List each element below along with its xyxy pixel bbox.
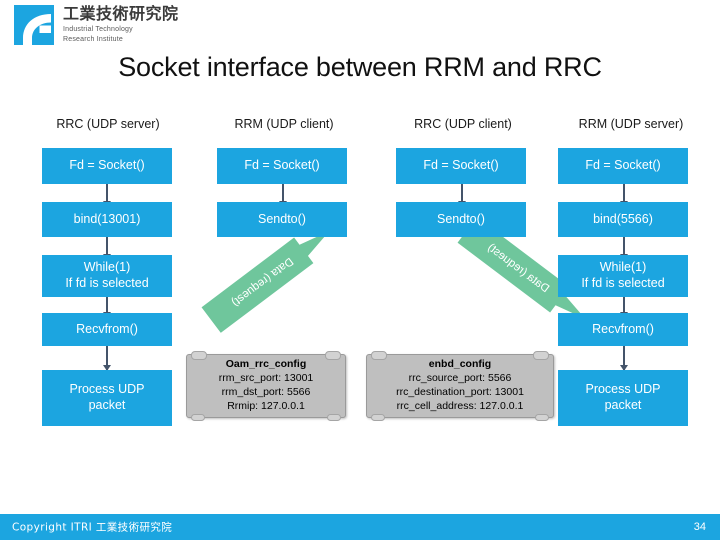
flow-box-c2-socket[interactable]: Fd = Socket() — [217, 148, 347, 184]
callout-oam-rrc-config-title: Oam_rrc_config — [225, 358, 307, 370]
flow-box-c4-socket[interactable]: Fd = Socket() — [558, 148, 688, 184]
logo-wordmark: 工業技術研究院 Industrial Technology Research I… — [63, 6, 179, 44]
flow-box-c4-recvfrom[interactable]: Recvfrom() — [558, 313, 688, 346]
flow-box-c1-while-label: While(1)If fd is selected — [65, 260, 149, 290]
callout-enbd-config-title: enbd_config — [428, 358, 492, 370]
callout-pin-bottom-left-icon — [371, 414, 385, 422]
logo-name-english-line1: Industrial Technology — [63, 26, 133, 34]
callout-oam-rrc-config-line-2: rrm_dst_port: 5566 — [221, 385, 311, 398]
logo-name-english-line2: Research Institute — [63, 35, 124, 43]
connector-c2-1 — [282, 184, 284, 206]
callout-enbd-config-line-3: rrc_cell_address: 127.0.0.1 — [396, 399, 524, 412]
flow-box-c4-while[interactable]: While(1)If fd is selected — [558, 255, 688, 297]
connector-c4-3 — [623, 297, 625, 317]
flow-box-c1-bind[interactable]: bind(13001) — [42, 202, 172, 237]
callout-enbd-config-line-2: rrc_destination_port: 13001 — [396, 385, 524, 398]
itri-logo: 工業技術研究院 Industrial Technology Research I… — [14, 4, 214, 46]
connector-c4-4 — [623, 346, 625, 370]
flow-box-c1-recvfrom[interactable]: Recvfrom() — [42, 313, 172, 346]
flow-box-c1-while[interactable]: While(1)If fd is selected — [42, 255, 172, 297]
flow-box-c4-while-label: While(1)If fd is selected — [581, 260, 665, 290]
callout-enbd-config[interactable]: enbd_config rrc_source_port: 5566 rrc_de… — [366, 350, 554, 422]
data-request-arrow-left: Data (request) — [201, 216, 341, 333]
logo-name-chinese: 工業技術研究院 — [63, 4, 179, 24]
column-header-rrc-udp-client: RRC (UDP client) — [414, 117, 512, 131]
slide-page-number: 34 — [693, 521, 706, 533]
column-header-rrm-udp-client: RRM (UDP client) — [234, 117, 334, 131]
logo-name-english: Industrial Technology Research Institute — [63, 25, 179, 44]
itri-arc-logo-icon — [14, 5, 54, 45]
connector-c4-2 — [623, 237, 625, 259]
column-header-rrc-udp-server: RRC (UDP server) — [56, 117, 160, 131]
flow-box-c3-sendto[interactable]: Sendto() — [396, 202, 526, 237]
callout-oam-rrc-config-line-3: Rrmip: 127.0.0.1 — [227, 399, 305, 412]
callout-oam-rrc-config-line-1: rrm_src_port: 13001 — [218, 371, 314, 384]
callout-enbd-config-line-1: rrc_source_port: 5566 — [408, 371, 512, 384]
flow-box-c2-sendto[interactable]: Sendto() — [217, 202, 347, 237]
data-request-arrow-right: Data (request) — [457, 216, 597, 333]
callout-pin-bottom-right-icon — [327, 414, 341, 422]
connector-c4-1 — [623, 184, 625, 206]
flow-box-c1-socket[interactable]: Fd = Socket() — [42, 148, 172, 184]
footer-copyright: Copyright ITRI 工業技術研究院 — [12, 521, 173, 534]
callout-pin-bottom-right-icon — [535, 414, 549, 422]
callout-oam-rrc-config[interactable]: Oam_rrc_config rrm_src_port: 13001 rrm_d… — [186, 350, 346, 422]
slide-footer: Copyright ITRI 工業技術研究院 34 — [0, 514, 720, 540]
column-header-rrm-udp-server: RRM (UDP server) — [578, 117, 684, 131]
connector-c1-2 — [106, 237, 108, 259]
flow-box-c3-socket[interactable]: Fd = Socket() — [396, 148, 526, 184]
connector-c1-3 — [106, 297, 108, 317]
flow-box-c4-bind[interactable]: bind(5566) — [558, 202, 688, 237]
connector-c1-1 — [106, 184, 108, 206]
connector-c1-4 — [106, 346, 108, 370]
callout-pin-bottom-left-icon — [191, 414, 205, 422]
connector-c3-1 — [461, 184, 463, 206]
page-title: Socket interface between RRM and RRC — [118, 52, 602, 82]
